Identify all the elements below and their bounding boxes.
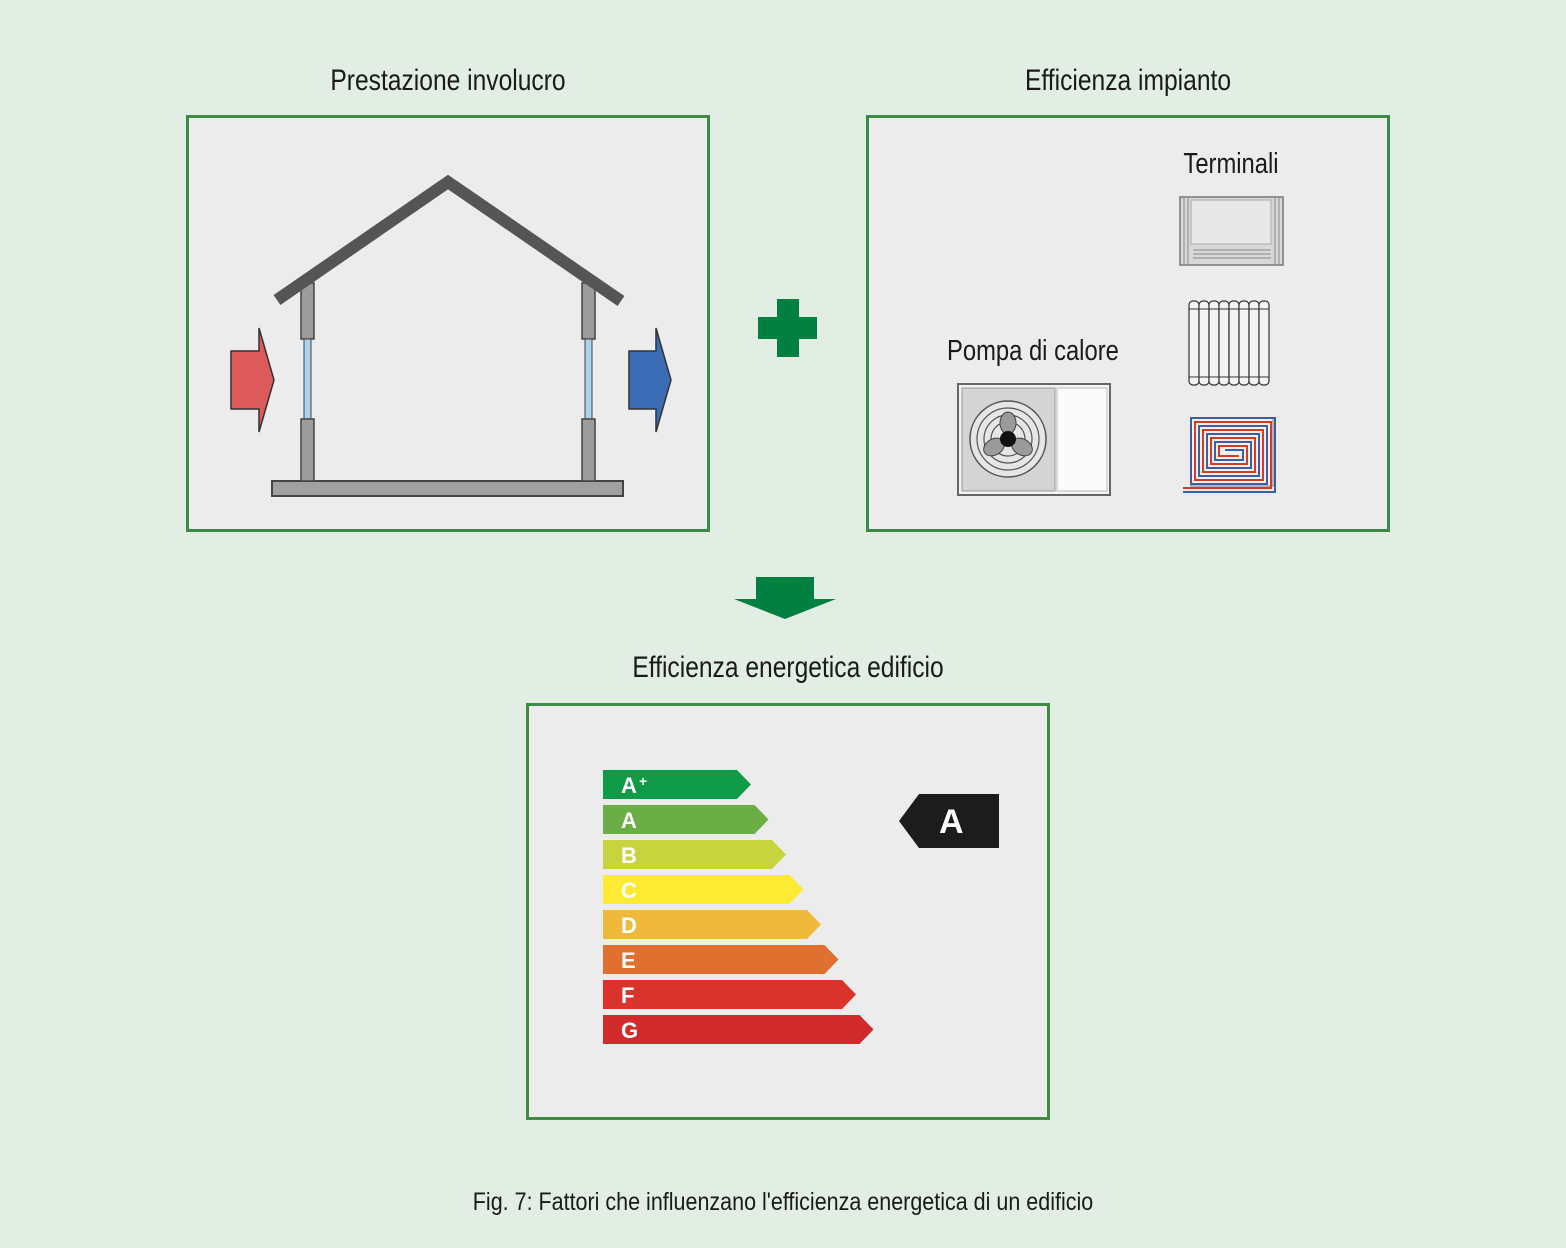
roof xyxy=(273,174,625,306)
system-title: Efficienza impianto xyxy=(1024,64,1232,97)
right-wall-lower xyxy=(581,418,596,482)
energy-class-label: D xyxy=(621,913,637,938)
house-illustration xyxy=(230,174,672,497)
heat-out-arrow xyxy=(628,327,672,433)
energy-class-bar: F xyxy=(603,980,856,1009)
fan-coil-icon xyxy=(1179,196,1284,266)
energy-class-bar: B xyxy=(603,840,786,869)
energy-class-label: C xyxy=(621,878,637,903)
result-title: Efficienza energetica edificio xyxy=(632,651,944,684)
envelope-panel xyxy=(186,115,710,532)
energy-class-bar: G xyxy=(603,1015,874,1044)
down-arrow-icon xyxy=(734,577,836,619)
energy-class-label: F xyxy=(621,983,634,1008)
envelope-title: Prestazione involucro xyxy=(330,64,566,97)
energy-class-bar: A xyxy=(603,805,769,834)
left-wall-upper xyxy=(300,282,315,340)
energy-class-bar: E xyxy=(603,945,839,974)
energy-class-superscript: + xyxy=(639,773,647,789)
figure-caption: Fig. 7: Fattori che influenzano l'effici… xyxy=(472,1188,1094,1216)
right-wall-upper xyxy=(581,282,596,340)
plus-icon xyxy=(758,299,817,357)
energy-class-label: A xyxy=(621,808,637,833)
heat-pump-label: Pompa di calore xyxy=(947,335,1119,367)
energy-class-label: E xyxy=(621,948,636,973)
left-wall-lower xyxy=(300,418,315,482)
right-window xyxy=(584,338,593,420)
system-panel: Terminali Pompa di calore xyxy=(866,115,1390,532)
energy-class-bar: C xyxy=(603,875,804,904)
floor-slab xyxy=(271,480,624,497)
energy-class-bar: D xyxy=(603,910,821,939)
terminals-label: Terminali xyxy=(1183,148,1279,180)
heat-in-arrow xyxy=(230,327,275,433)
energy-class-label: A xyxy=(621,773,637,798)
heat-pump-icon xyxy=(957,383,1111,496)
radiator-icon xyxy=(1188,300,1270,386)
current-class-letter: A xyxy=(939,803,964,841)
left-window xyxy=(303,338,312,420)
energy-class-bar: A+ xyxy=(603,770,751,799)
energy-class-label: B xyxy=(621,843,637,868)
floor-heating-icon xyxy=(1183,417,1276,493)
current-class-marker: A xyxy=(899,794,999,848)
energy-class-label: G xyxy=(621,1018,638,1043)
